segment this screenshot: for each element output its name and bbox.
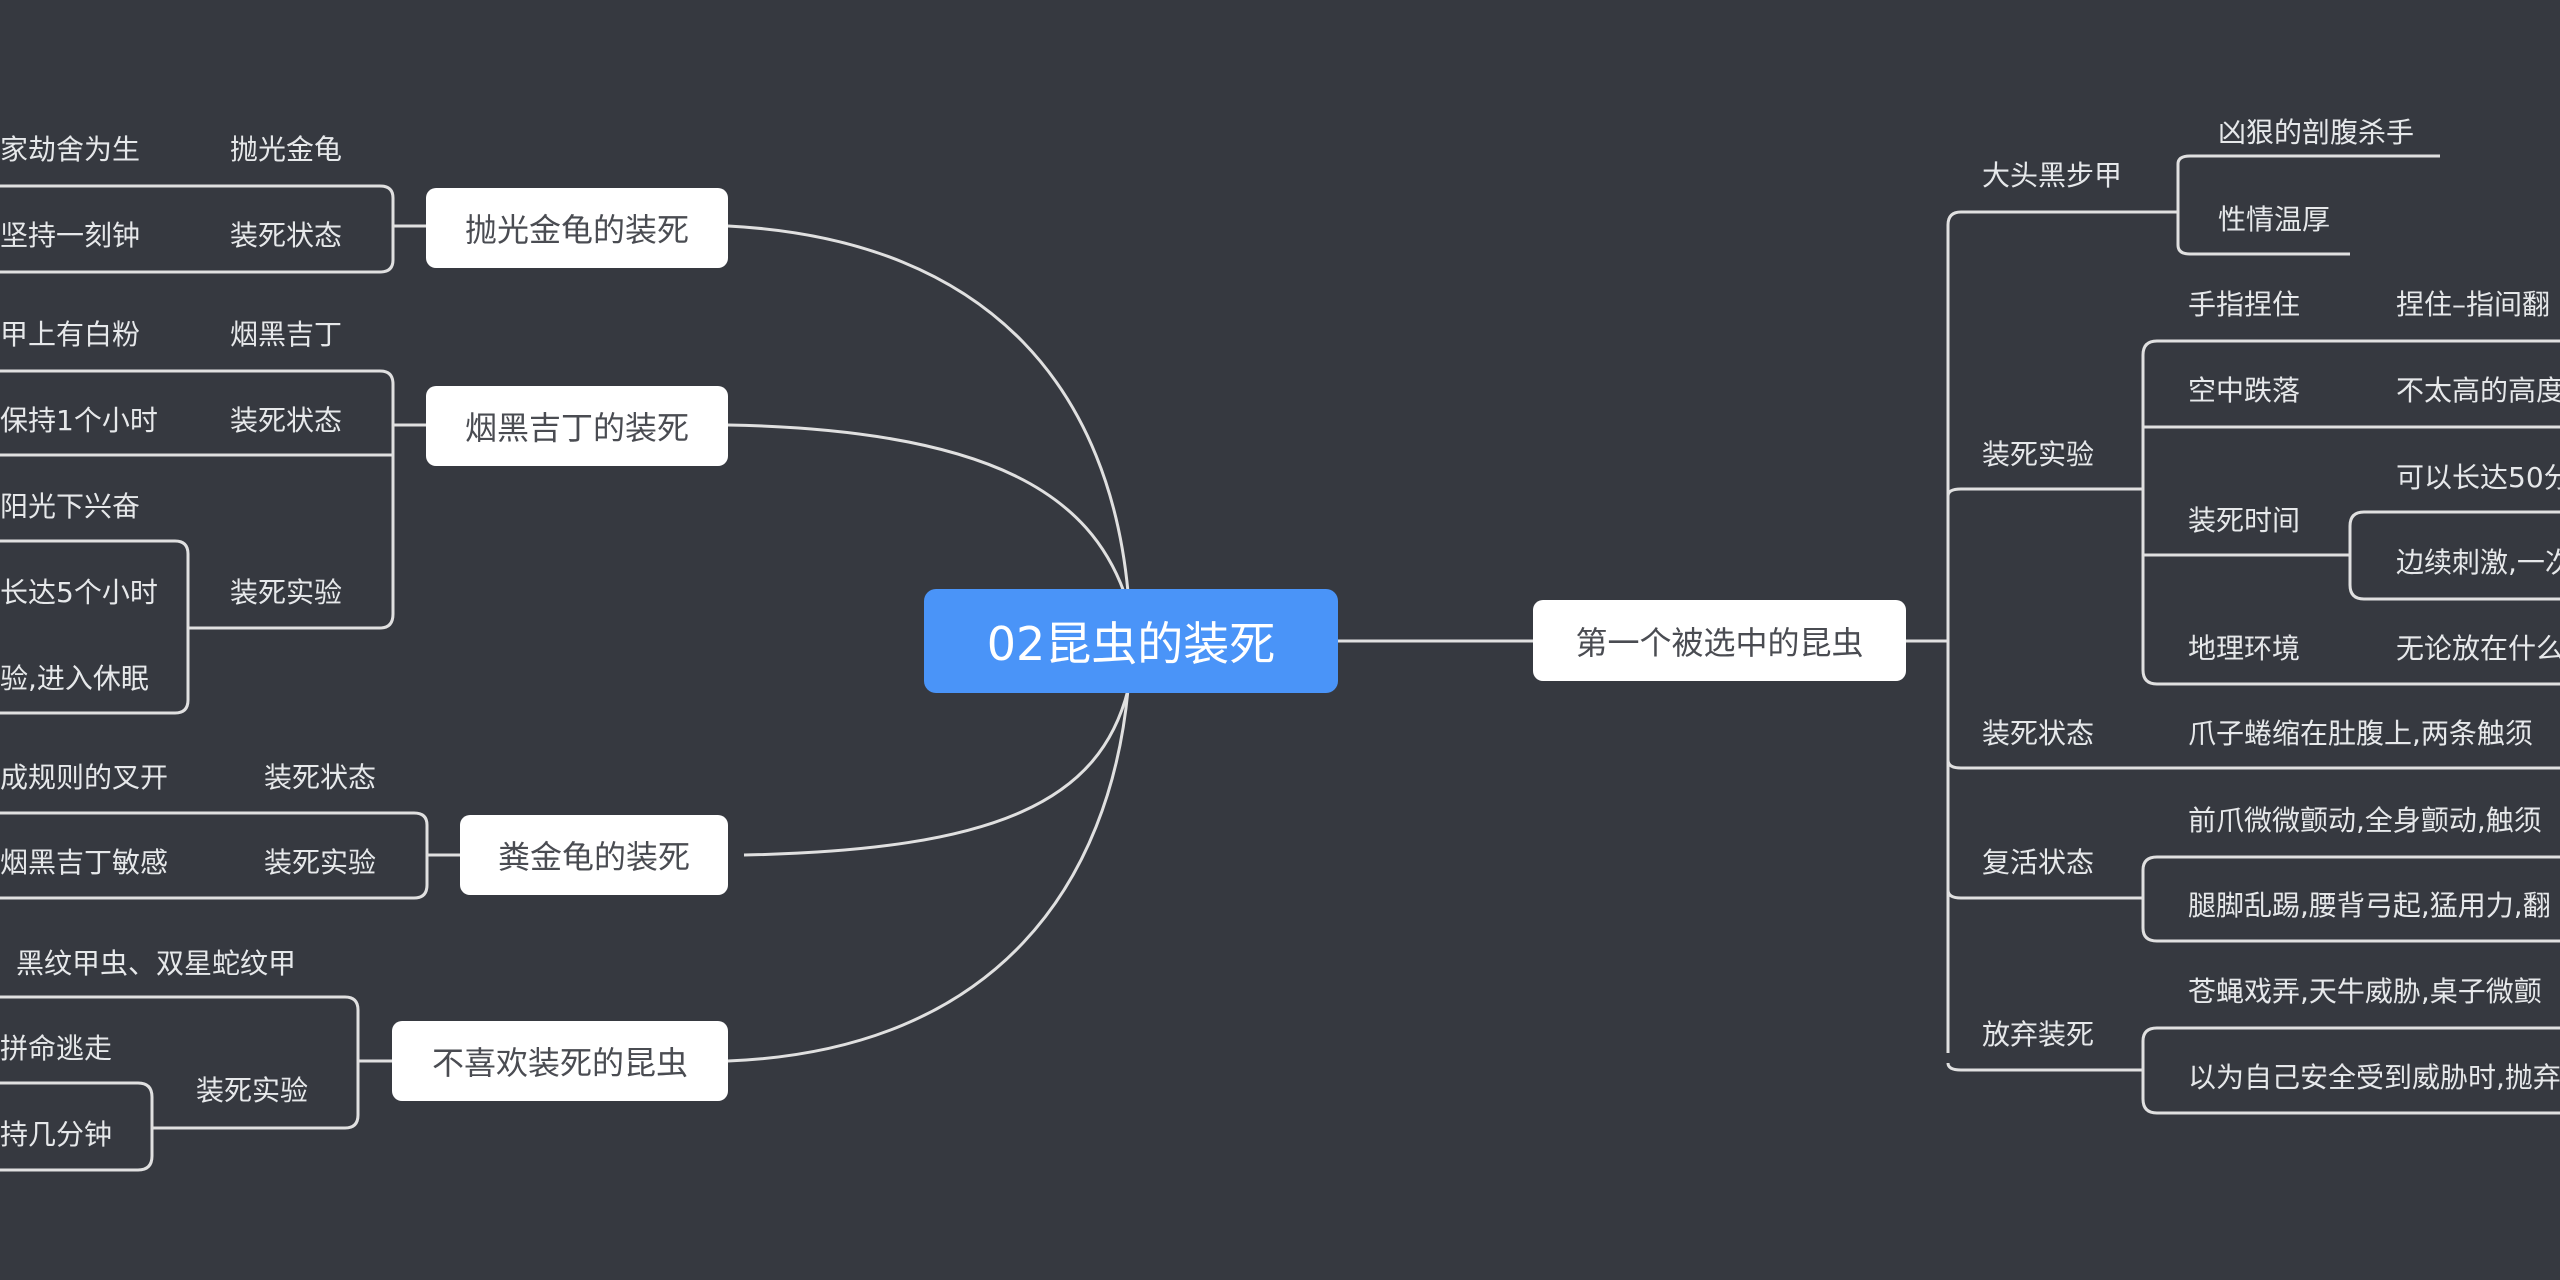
topic-polished-chafer[interactable]: 抛光金龟的装死 [426, 188, 728, 268]
n1-sub2[interactable]: 装死状态 [230, 219, 343, 252]
root-topic[interactable]: 02昆虫的装死 [924, 589, 1338, 693]
datou-item-1[interactable]: 凶狠的剖腹杀手 [2218, 116, 2415, 149]
giveup-val2[interactable]: 以为自己安全受到威胁时,抛弃 [2188, 1061, 2560, 1094]
experiment-sub1-val[interactable]: 捏住–指间翻 [2396, 288, 2551, 321]
n4-sub-val2[interactable]: 持几分钟 [0, 1118, 113, 1151]
n3-sub2-val[interactable]: 烟黑吉丁敏感 [0, 846, 169, 879]
n2-sub3[interactable]: 装死实验 [230, 576, 343, 609]
n1-sub2-val[interactable]: 坚持一刻钟 [0, 219, 141, 252]
n4-sub-val1[interactable]: 拼命逃走 [0, 1032, 113, 1065]
n1-sub1-val[interactable]: 家劫舍为生 [0, 133, 141, 166]
experiment-sub3-val2[interactable]: 边续刺激,一次 [2396, 546, 2560, 579]
experiment-sub1[interactable]: 手指捏住 [2188, 288, 2301, 321]
branch-state-label[interactable]: 装死状态 [1982, 717, 2095, 750]
state-val[interactable]: 爪子蜷缩在肚腹上,两条触须 [2188, 717, 2533, 750]
n2-sub2-val[interactable]: 保持1个小时 [0, 404, 158, 437]
topic-first-selected-insect[interactable]: 第一个被选中的昆虫 [1533, 600, 1906, 681]
experiment-sub2-val[interactable]: 不太高的高度 [2396, 374, 2560, 407]
n2-sub1[interactable]: 烟黑吉丁 [230, 318, 343, 351]
topic-insects-dislike-feigning[interactable]: 不喜欢装死的昆虫 [392, 1021, 728, 1101]
n2-sub1-val[interactable]: 甲上有白粉 [0, 318, 141, 351]
topic-smoky-jewel-beetle[interactable]: 烟黑吉丁的装死 [426, 386, 728, 466]
branch-giveup-label[interactable]: 放弃装死 [1982, 1018, 2095, 1051]
n3-sub1-val[interactable]: 成规则的叉开 [0, 761, 169, 794]
n1-sub1[interactable]: 抛光金龟 [230, 133, 343, 166]
revive-val2[interactable]: 腿脚乱踢,腰背弓起,猛用力,翻 [2188, 889, 2551, 922]
datou-item-2[interactable]: 性情温厚 [2218, 203, 2331, 236]
branch-experiment-label[interactable]: 装死实验 [1982, 438, 2095, 471]
topic-dung-beetle[interactable]: 粪金龟的装死 [460, 815, 728, 895]
experiment-sub4-val[interactable]: 无论放在什么 [2396, 632, 2560, 665]
n2-sub3-val2[interactable]: 长达5个小时 [0, 576, 158, 609]
branch-datou-label[interactable]: 大头黑步甲 [1982, 159, 2123, 192]
experiment-sub2[interactable]: 空中跌落 [2188, 374, 2301, 407]
giveup-val1[interactable]: 苍蝇戏弄,天牛威胁,桌子微颤 [2188, 975, 2542, 1008]
n2-sub3-val1[interactable]: 阳光下兴奋 [0, 490, 141, 523]
n2-sub2[interactable]: 装死状态 [230, 404, 343, 437]
n4-sub[interactable]: 装死实验 [196, 1074, 309, 1107]
revive-val1[interactable]: 前爪微微颤动,全身颤动,触须 [2188, 804, 2542, 837]
n4-top[interactable]: 黑纹甲虫、双星蛇纹甲 [16, 947, 297, 980]
experiment-sub4[interactable]: 地理环境 [2188, 632, 2301, 665]
branch-revive-label[interactable]: 复活状态 [1982, 846, 2095, 879]
n3-sub1[interactable]: 装死状态 [264, 761, 377, 794]
experiment-sub3-val1[interactable]: 可以长达50分 [2396, 461, 2560, 494]
n3-sub2[interactable]: 装死实验 [264, 846, 377, 879]
n2-sub3-val3[interactable]: 验,进入休眠 [0, 662, 149, 695]
experiment-sub3[interactable]: 装死时间 [2188, 504, 2301, 537]
